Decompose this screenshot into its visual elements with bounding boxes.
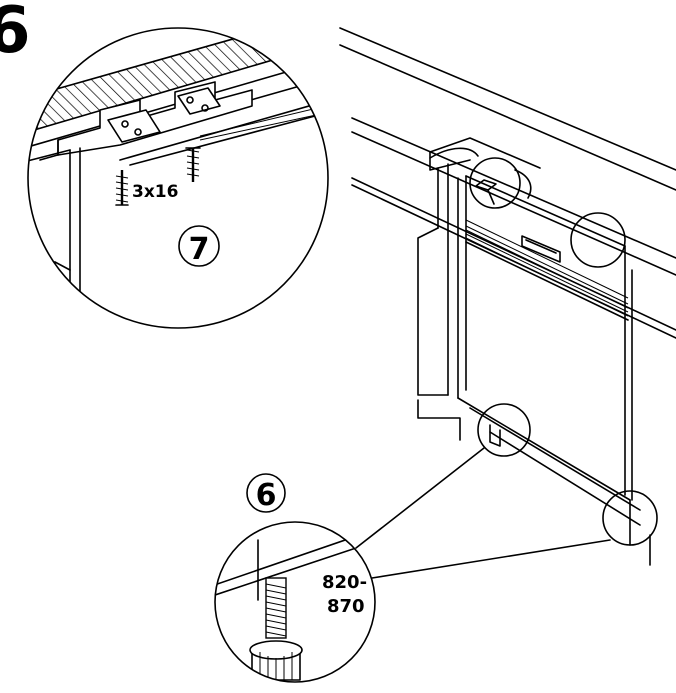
step-number: 6 (0, 0, 31, 68)
height-label-top: 820- (322, 572, 367, 593)
detail-bottom: 820- 870 6 (214, 473, 376, 683)
detail-top: 3x16 7 (27, 27, 329, 329)
threaded-foot-icon (265, 583, 287, 637)
screw-size-label: 3x16 (132, 182, 178, 202)
step-number-seven: 7 (189, 232, 210, 267)
height-label-bottom: 870 (327, 596, 365, 617)
step-number-six: 6 (256, 478, 277, 513)
screw-icon (185, 147, 201, 182)
main-view (339, 27, 676, 579)
screw-small-icon (115, 170, 129, 206)
